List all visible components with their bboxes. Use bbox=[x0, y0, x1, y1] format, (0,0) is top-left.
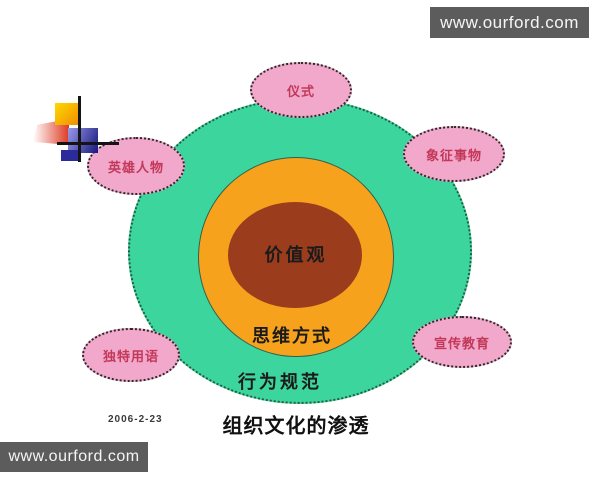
watermark-top-bar: www.ourford.com bbox=[430, 7, 589, 38]
diagram-title: 组织文化的渗透 bbox=[222, 413, 370, 438]
satellite-heroes: 英雄人物 bbox=[87, 137, 185, 195]
logo-horizontal-line bbox=[57, 142, 119, 145]
core-circle-values bbox=[228, 202, 362, 308]
satellite-heroes-label: 英雄人物 bbox=[107, 160, 164, 176]
core-label: 价值观 bbox=[264, 245, 328, 266]
logo-yellow-square bbox=[55, 103, 79, 125]
satellite-symbolic-objects-label: 象征事物 bbox=[425, 148, 482, 164]
watermark-bottom-text: www.ourford.com bbox=[8, 448, 140, 465]
satellite-unique-language: 独特用语 bbox=[82, 328, 180, 382]
satellite-ritual-label: 仪式 bbox=[286, 84, 315, 100]
slide-date: 2006-2-23 bbox=[108, 414, 163, 425]
satellite-publicity-education-label: 宣传教育 bbox=[433, 336, 490, 352]
satellite-publicity-education: 宣传教育 bbox=[412, 316, 512, 368]
satellite-ritual: 仪式 bbox=[250, 62, 352, 118]
middle-ring-label: 思维方式 bbox=[252, 326, 332, 347]
logo-vertical-line bbox=[78, 96, 81, 162]
logo-dark-blue-square bbox=[61, 150, 80, 161]
outer-ring-label: 行为规范 bbox=[238, 372, 322, 393]
satellite-unique-language-label: 独特用语 bbox=[102, 349, 159, 365]
watermark-bottom-bar: www.ourford.com bbox=[0, 442, 148, 472]
satellite-symbolic-objects: 象征事物 bbox=[403, 126, 505, 182]
watermark-top-text: www.ourford.com bbox=[440, 12, 579, 32]
logo-blue-square bbox=[68, 128, 98, 153]
